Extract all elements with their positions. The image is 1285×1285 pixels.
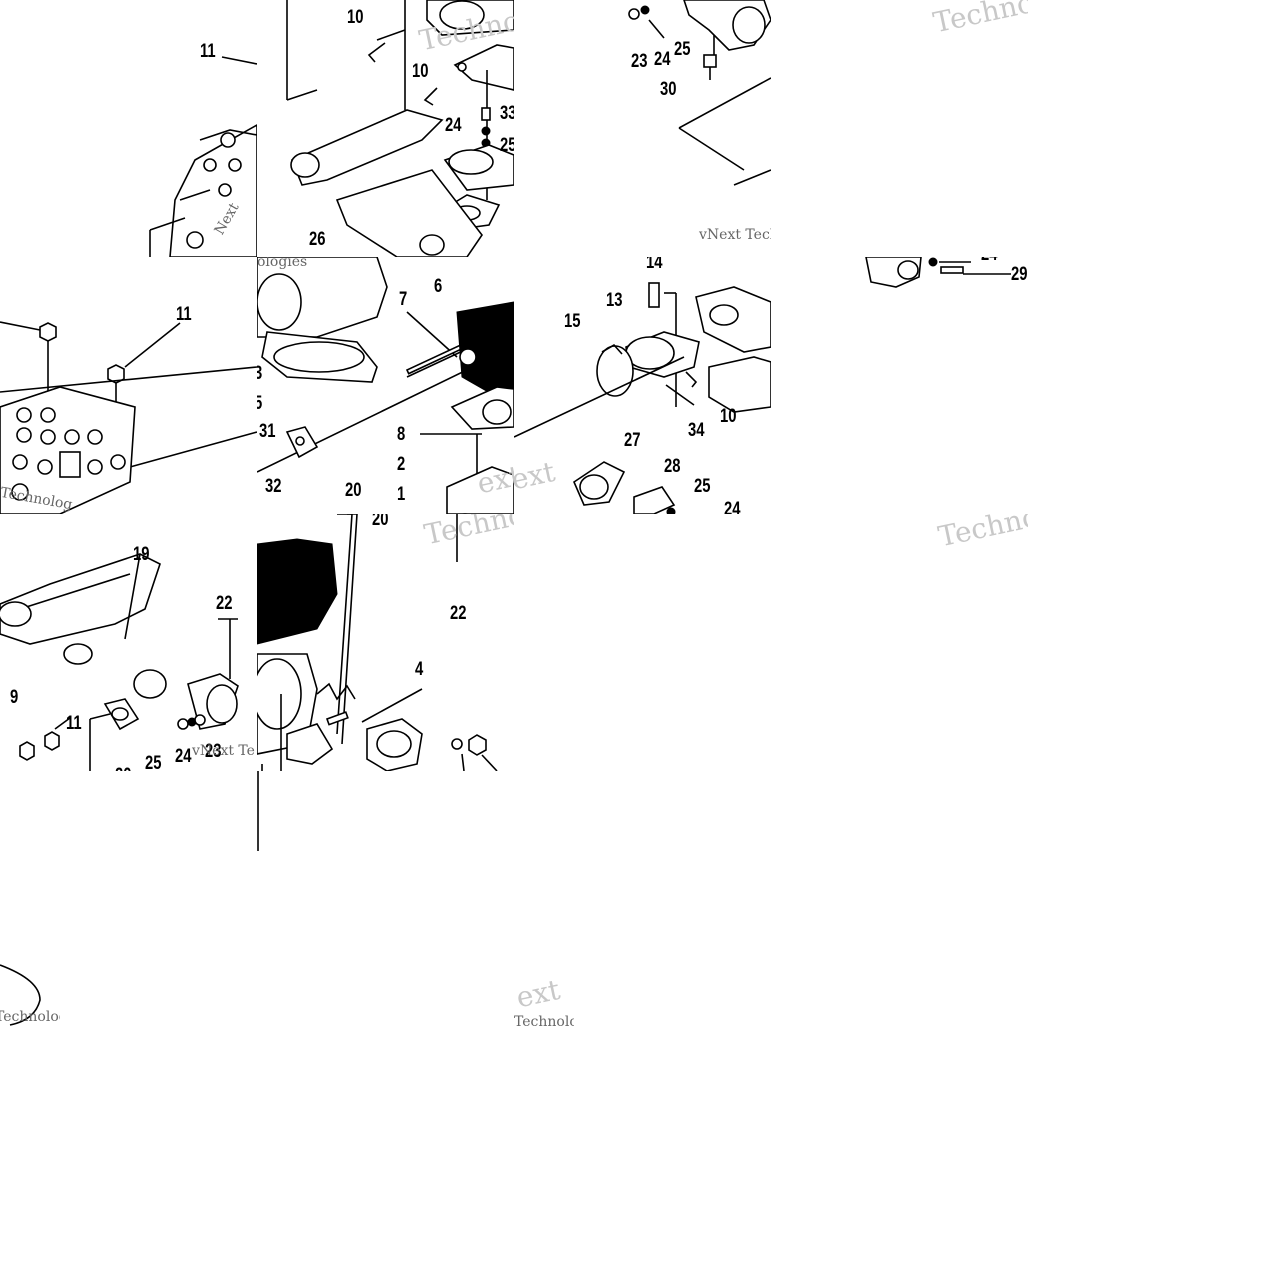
tile-3-drawing	[628, 0, 771, 186]
callout-label: 20	[372, 514, 389, 530]
tile-5-drawing	[257, 257, 514, 514]
diagram-tile-3: 23 24 25 30 vNext Technologies	[514, 0, 771, 257]
diagram-tile-wm-bottom-left: Technolog	[0, 960, 60, 1030]
watermark-text: ext	[474, 458, 514, 501]
callout-label: 7	[399, 289, 408, 310]
diagram-tile-9-tail	[257, 771, 262, 851]
callout-label: 25	[674, 39, 691, 60]
diagram-tile-9: 20 22 4 Techno	[257, 514, 514, 771]
callout-label: 3	[257, 364, 262, 383]
callout-label: 22	[450, 603, 467, 624]
diagram-tile-7: 24 29	[771, 257, 1028, 514]
callout-label: 14	[646, 257, 663, 273]
watermark-text: Techno	[930, 0, 1028, 40]
callout-label: 22	[216, 593, 233, 614]
callout-label: 13	[606, 290, 623, 311]
callout-label: 8	[397, 424, 406, 445]
callout-label: 34	[688, 420, 705, 441]
callout-label: 6	[434, 276, 443, 297]
callout-label: 10	[720, 406, 737, 427]
watermark-text: vNext Technologies	[699, 227, 771, 243]
tile-4-drawing	[0, 321, 257, 514]
callout-label: 9	[10, 687, 19, 708]
callout-label: 25	[500, 135, 514, 156]
diagram-tile-1: 11 Next	[0, 0, 257, 257]
callout-label: 26	[309, 229, 326, 250]
callout-label: 29	[1011, 264, 1028, 285]
callout-label: 24	[724, 499, 741, 514]
tile-7-drawing	[865, 257, 1011, 288]
callout-label: 24	[654, 49, 671, 70]
tile-9-drawing	[257, 514, 498, 771]
diagram-tile-2: 10 10 24 33 25 26 Techno	[257, 0, 514, 257]
watermark-text: Technolog	[0, 1009, 60, 1025]
callout-label: 10	[347, 7, 364, 28]
watermark-text: ext	[514, 975, 563, 1015]
callout-label: 19	[133, 544, 150, 565]
watermark-text: ologies	[257, 257, 308, 270]
diagram-tile-5: 7 6 3 5 31 32 20 8 2 1 ologies ext	[257, 257, 514, 514]
diagram-tile-6: 14 13 15 34 10 27 28 25 24 vNext Technol…	[514, 257, 771, 514]
callout-label: 2	[397, 454, 406, 475]
callout-label: 30	[660, 79, 677, 100]
diagram-tile-8: 19 22 9 11 25 24 23 20 vNext Te	[0, 514, 257, 771]
callout-label: 24	[445, 115, 462, 136]
tile-2-drawing	[286, 0, 514, 257]
callout-label: 5	[257, 394, 262, 413]
callout-label: 33	[500, 103, 514, 124]
callout-label: 25	[145, 753, 162, 771]
tile-8-drawing	[0, 553, 239, 771]
callout-label: 23	[631, 51, 648, 72]
callout-label: 28	[664, 456, 681, 477]
tile-9-tail-drawing	[257, 771, 259, 851]
callout-label: 20	[345, 480, 362, 501]
tile-6-drawing	[514, 282, 771, 514]
callout-label: 11	[66, 713, 82, 734]
callout-label: 10	[412, 61, 429, 82]
wm-bottom-left-drawing	[0, 964, 41, 1026]
diagram-tile-wm-top: Techno	[771, 0, 1028, 257]
callout-label: 20	[115, 766, 131, 771]
callout-label: 11	[176, 304, 192, 325]
watermark-text: Techno	[935, 514, 1028, 554]
watermark-text: Technolog	[514, 1014, 574, 1030]
tile-1-drawing	[149, 56, 257, 257]
diagram-tile-wm-bottom-mid: ext Technolog	[514, 975, 574, 1035]
callout-label: 11	[200, 41, 216, 62]
diagram-tile-4: 11 Technolog	[0, 257, 257, 514]
callout-label: 27	[624, 430, 641, 451]
callout-label: 1	[397, 484, 406, 505]
callout-label: 15	[564, 311, 581, 332]
callout-label: 24	[175, 746, 192, 767]
callout-label: 31	[259, 421, 276, 442]
callout-label: 25	[694, 476, 711, 497]
callout-label: 32	[265, 476, 282, 497]
callout-label: 24	[981, 257, 997, 264]
watermark-text: vNext Te	[192, 743, 255, 759]
callout-label: 23	[205, 741, 222, 762]
callout-label: 4	[415, 659, 424, 680]
diagram-tile-wm-mid: Techno vNext Te	[771, 514, 1028, 771]
